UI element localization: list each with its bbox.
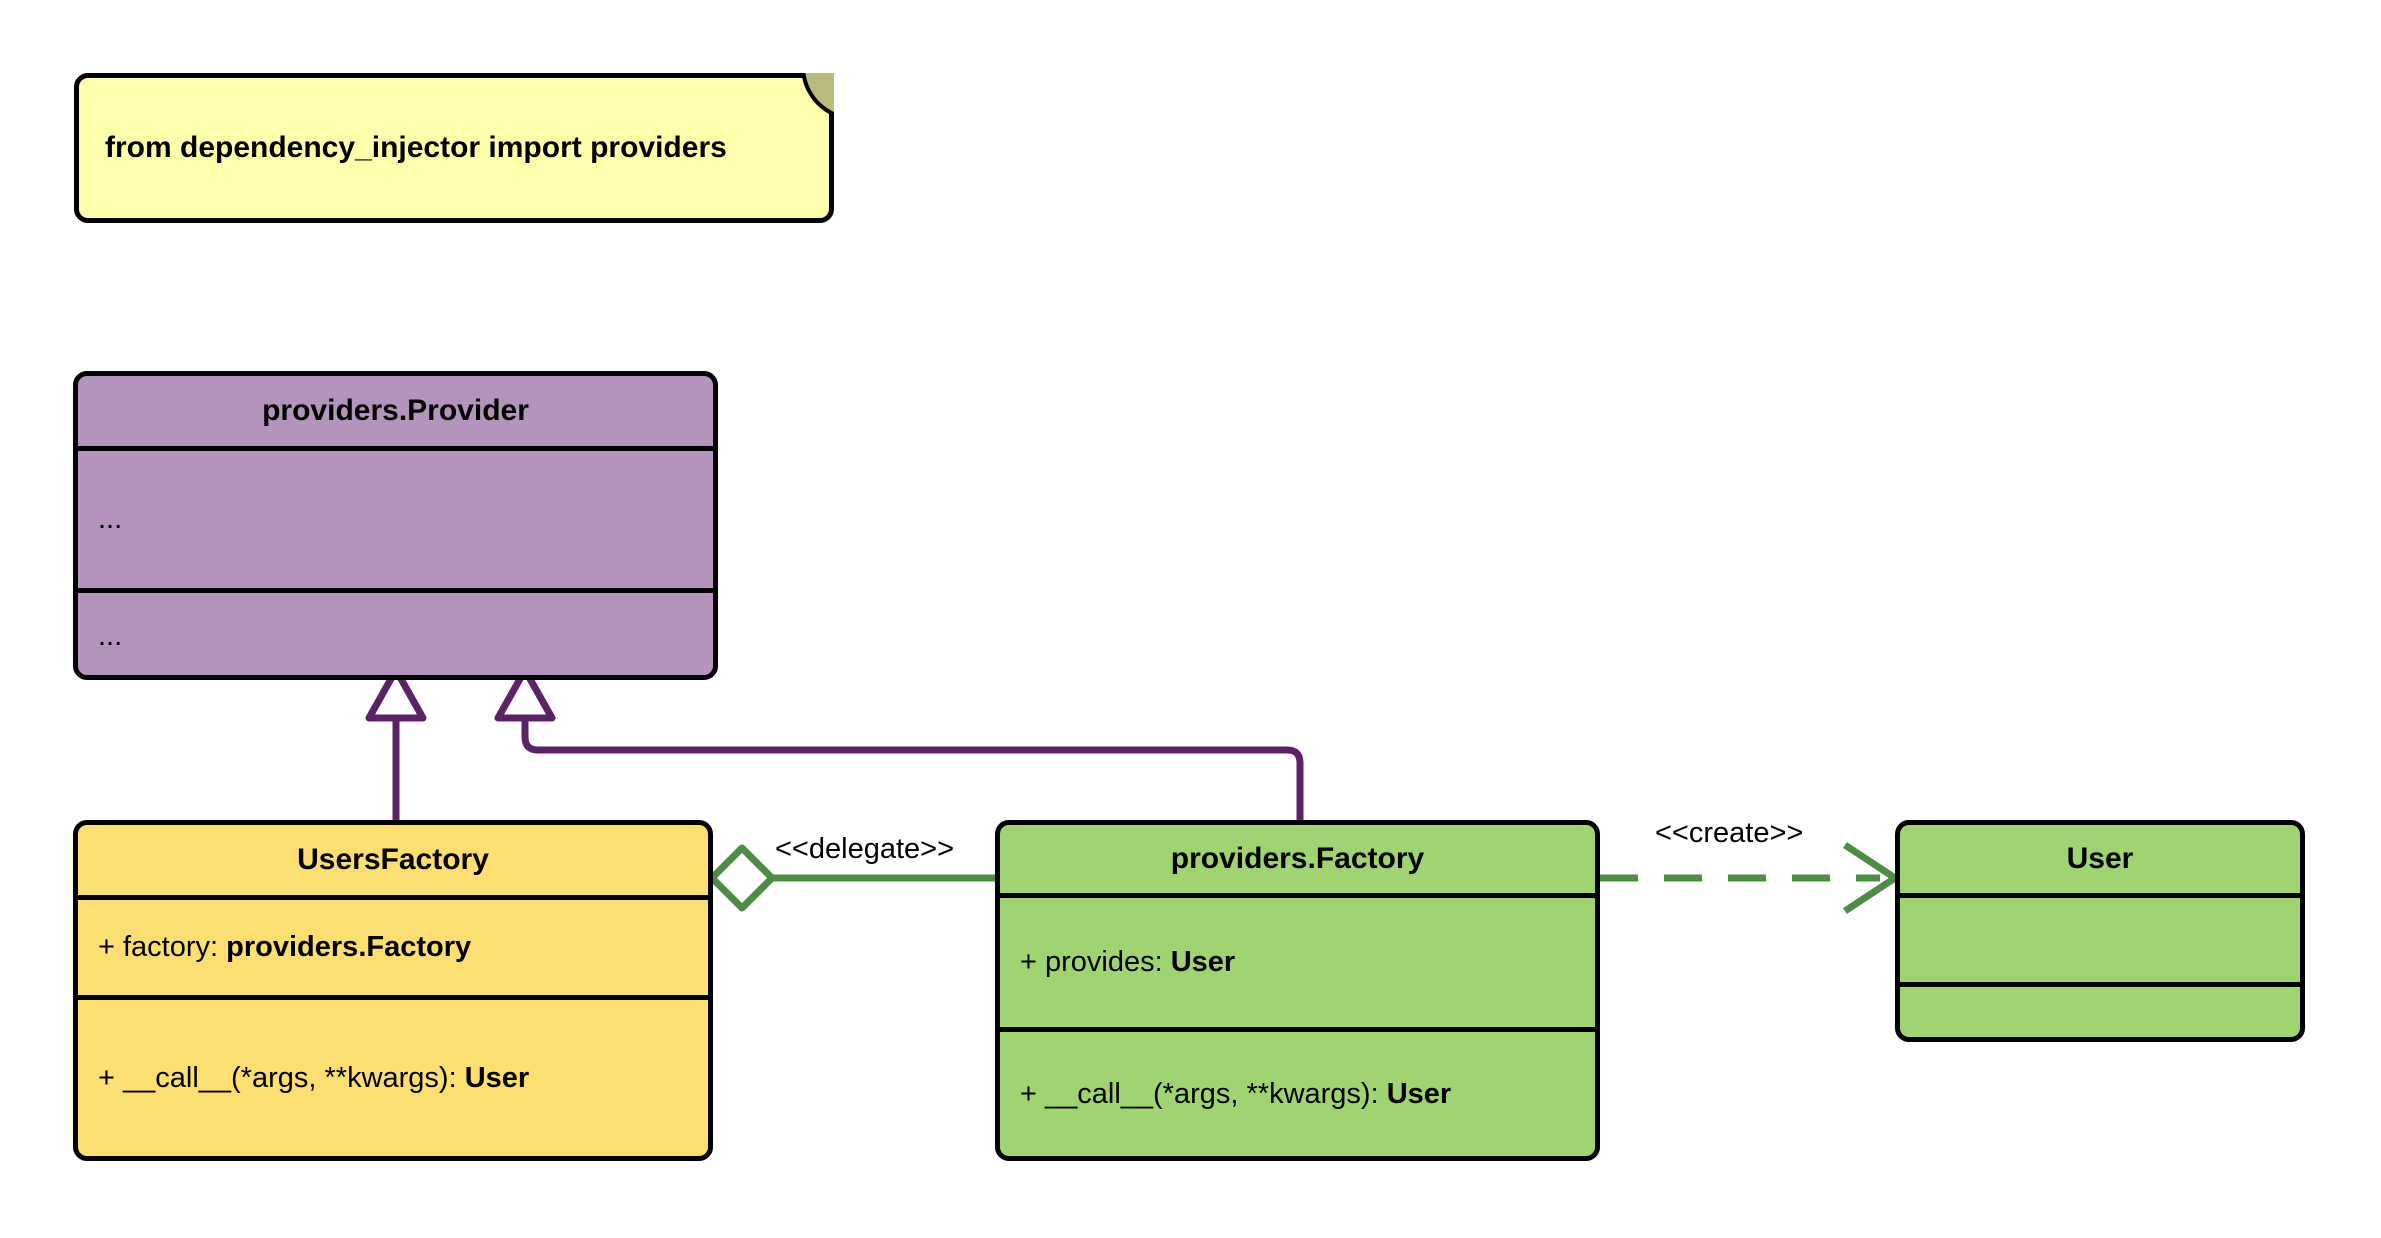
class-attributes-providers-factory: + provides: User xyxy=(1000,898,1595,1032)
method-visibility: + xyxy=(98,1061,115,1094)
attribute-type: providers.Factory xyxy=(226,931,472,963)
class-attributes-providers-provider: ... xyxy=(78,451,713,593)
method-return-type: User xyxy=(464,1061,530,1094)
method-item: ... xyxy=(98,620,123,652)
dependency-providersfactory-to-user xyxy=(1600,842,1902,914)
method-label: __call__(*args, **kwargs): xyxy=(123,1061,465,1094)
class-title-users-factory: UsersFactory xyxy=(78,825,708,900)
method-return-type: User xyxy=(1386,1077,1452,1110)
method-label: __call__(*args, **kwargs): xyxy=(1045,1077,1387,1110)
class-methods-providers-factory: + __call__(*args, **kwargs): User xyxy=(1000,1032,1595,1156)
attribute-item: ... xyxy=(98,503,123,535)
edge-label-create: <<create>> xyxy=(1655,817,1804,849)
attribute-visibility: + xyxy=(98,931,115,963)
class-title-providers-factory: providers.Factory xyxy=(1000,825,1595,898)
class-box-providers-factory[interactable]: providers.Factory + provides: User + __c… xyxy=(995,820,1600,1161)
class-box-users-factory[interactable]: UsersFactory + factory: providers.Factor… xyxy=(73,820,713,1161)
edge-label-delegate: <<delegate>> xyxy=(775,833,955,865)
attribute-label: factory: xyxy=(123,931,227,963)
class-methods-user xyxy=(1900,987,2300,1037)
class-title-user: User xyxy=(1900,825,2300,898)
class-box-providers-provider[interactable]: providers.Provider ... ... xyxy=(73,371,718,680)
attribute-visibility: + xyxy=(1020,946,1037,978)
class-box-user[interactable]: User xyxy=(1895,820,2305,1042)
class-attributes-users-factory: + factory: providers.Factory xyxy=(78,900,708,1000)
generalization-usersfactory-to-provider xyxy=(365,666,427,820)
method-visibility: + xyxy=(1020,1077,1037,1110)
class-methods-providers-provider: ... xyxy=(78,593,713,675)
generalization-providersfactory-to-provider xyxy=(494,666,1304,820)
class-attributes-user xyxy=(1900,898,2300,987)
attribute-item: + factory: providers.Factory xyxy=(98,931,471,964)
note-text: from dependency_injector import provider… xyxy=(105,131,727,164)
attribute-label: provides: xyxy=(1045,946,1171,978)
note-fold-corner-icon xyxy=(788,73,834,119)
attribute-item: + provides: User xyxy=(1020,946,1235,979)
attribute-type: User xyxy=(1170,946,1236,978)
class-methods-users-factory: + __call__(*args, **kwargs): User xyxy=(78,1000,708,1156)
method-item: + __call__(*args, **kwargs): User xyxy=(98,1062,529,1095)
note-import-statement: from dependency_injector import provider… xyxy=(74,73,834,223)
class-title-providers-provider: providers.Provider xyxy=(78,376,713,451)
method-item: + __call__(*args, **kwargs): User xyxy=(1020,1078,1451,1111)
